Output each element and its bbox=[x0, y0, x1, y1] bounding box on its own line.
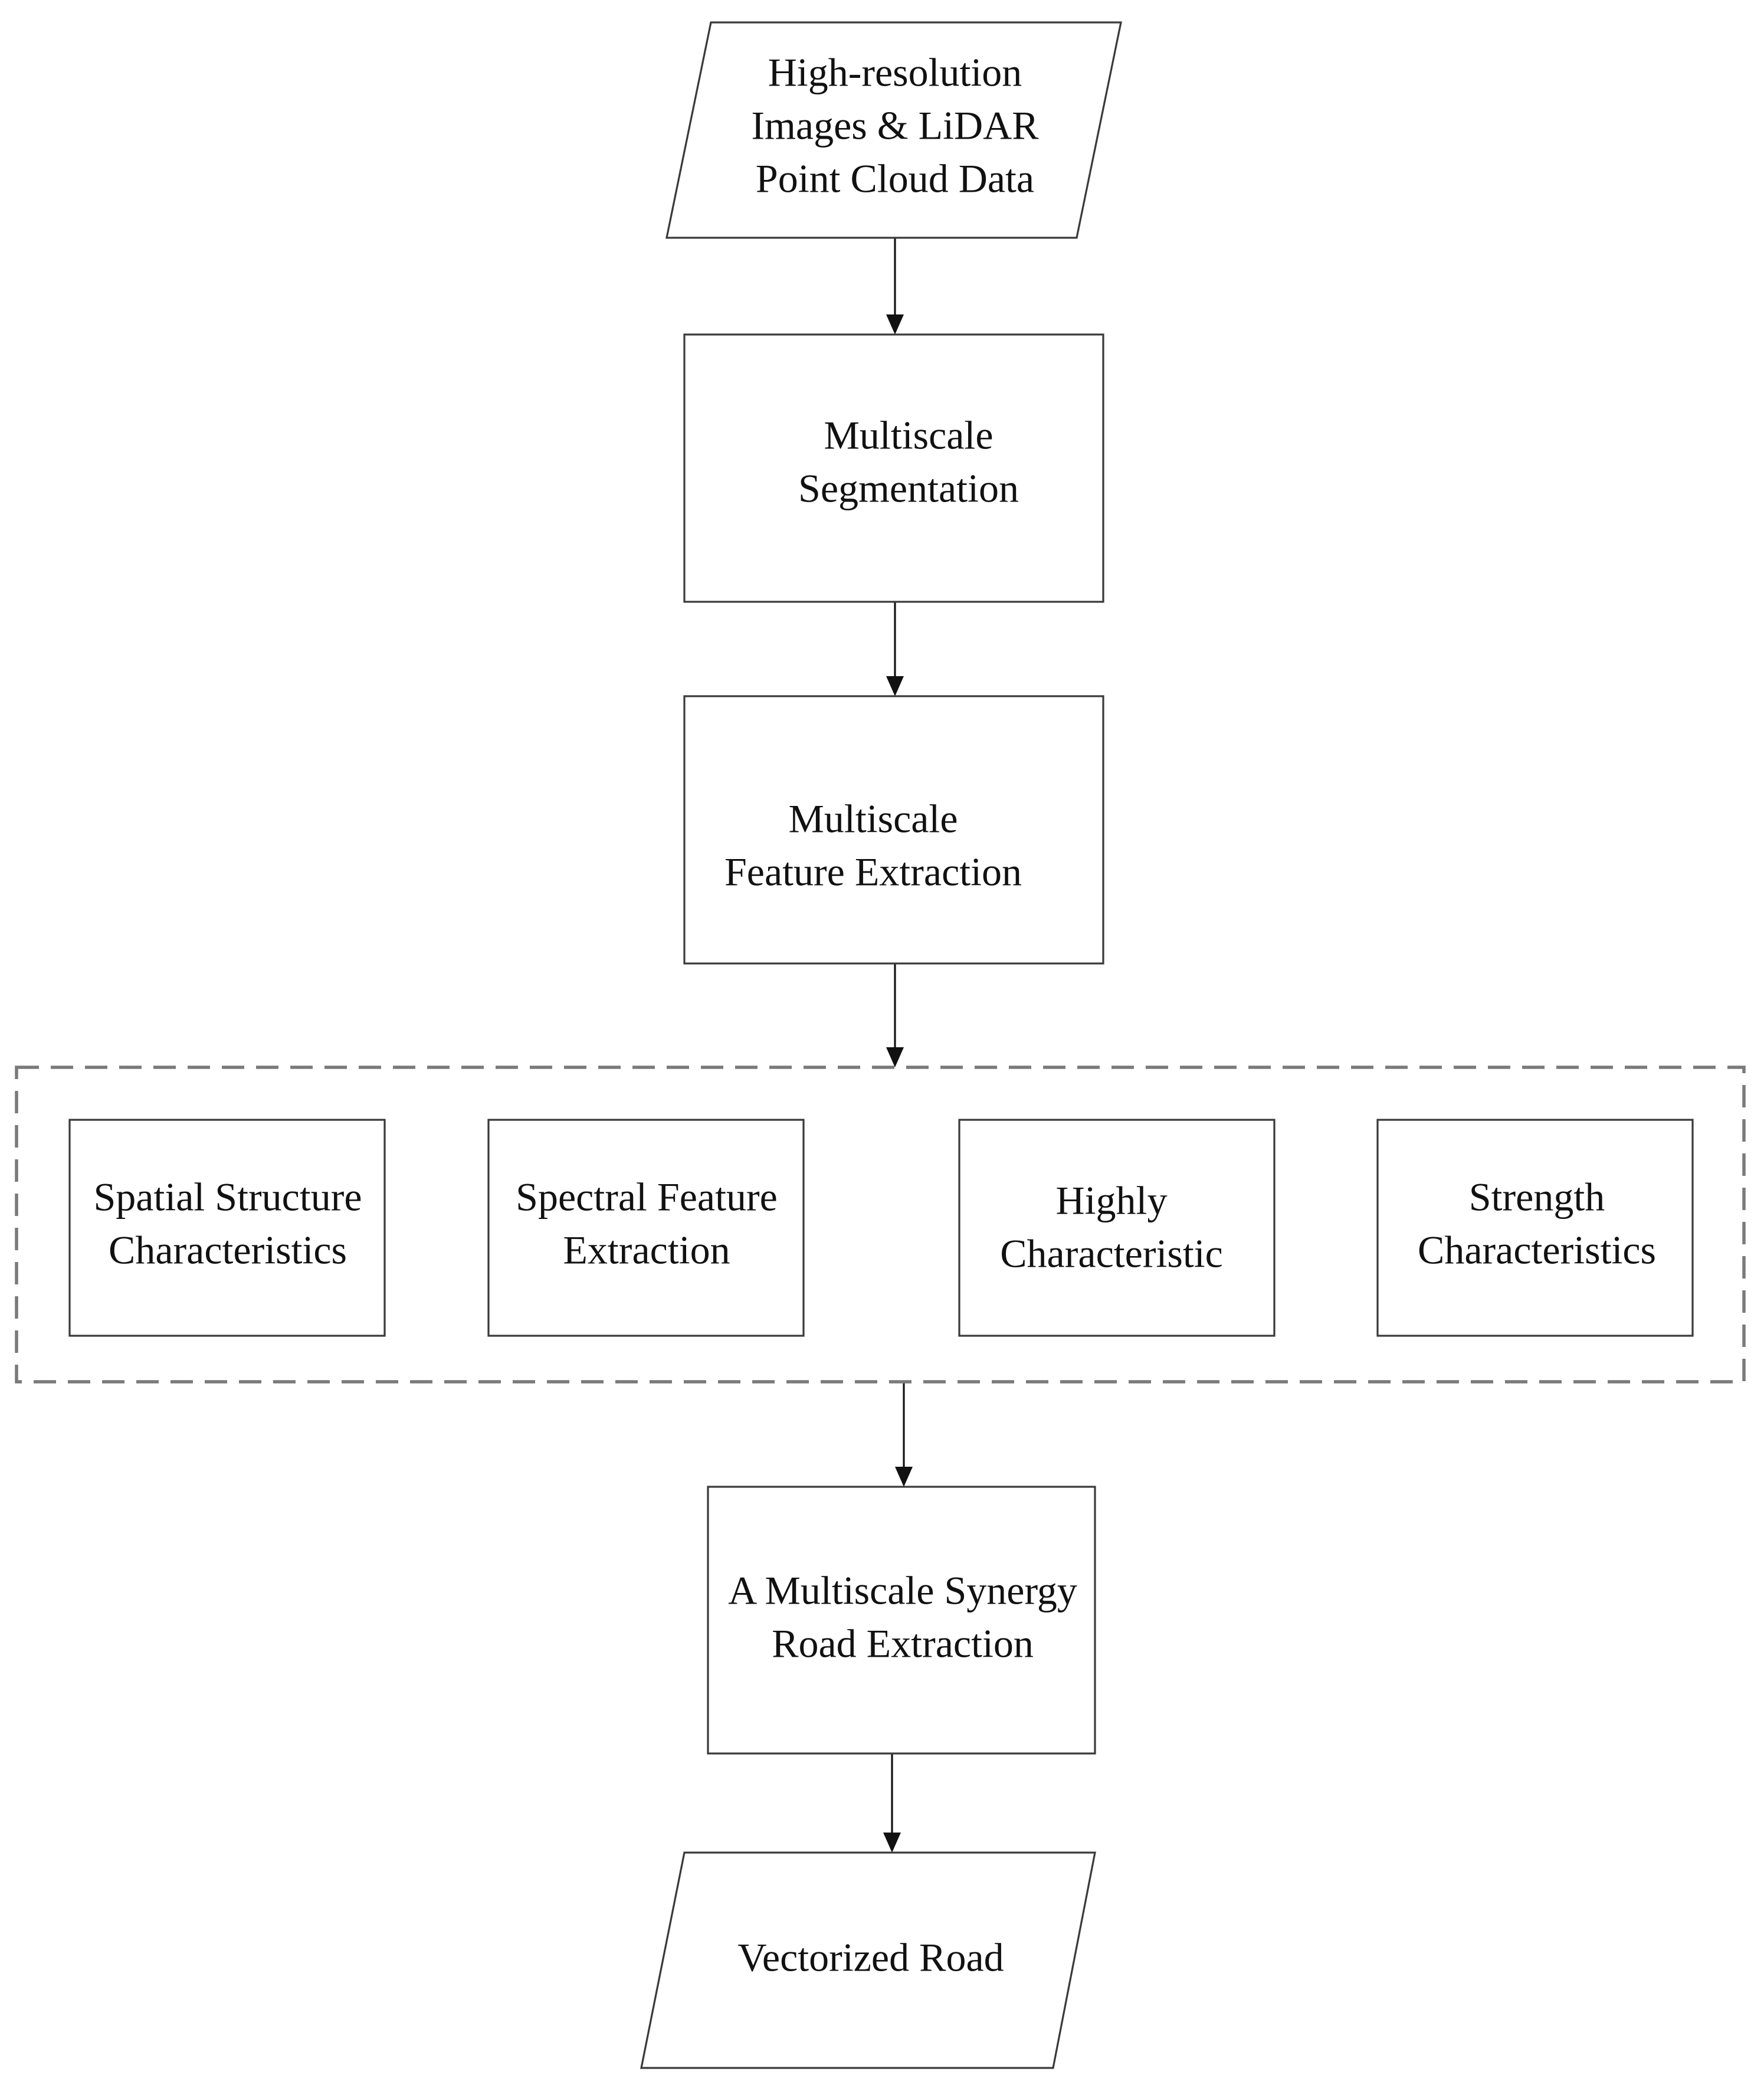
edge-synergy-road-extraction-to-vectorized-road bbox=[883, 1753, 901, 1853]
highly-characteristic-box bbox=[958, 1119, 1276, 1337]
spectral-feature-label-line: Extraction bbox=[563, 1228, 730, 1273]
edges-layer bbox=[883, 238, 913, 1853]
segmentation-box bbox=[683, 333, 1104, 603]
spatial-structure-label-line: Spatial Structure bbox=[93, 1175, 362, 1220]
strength-label-line: Characteristics bbox=[1418, 1228, 1656, 1273]
synergy-road-extraction-label-line: A Multiscale Synergy bbox=[728, 1568, 1077, 1613]
node-vectorized-road: Vectorized Road bbox=[640, 1851, 1096, 2069]
highly-characteristic-label-line: Characteristic bbox=[1000, 1231, 1223, 1276]
segmentation-label-line: Multiscale bbox=[824, 413, 993, 458]
vectorized-road-parallelogram bbox=[640, 1851, 1096, 2069]
strength-label-line: Strength bbox=[1469, 1175, 1605, 1220]
vectorized-road-label-line: Vectorized Road bbox=[737, 1935, 1004, 1980]
feature-extraction-label-line: Multiscale bbox=[788, 796, 958, 841]
input-label-line: Images & LiDAR bbox=[751, 103, 1039, 148]
spatial-structure-label-line: Characteristics bbox=[109, 1228, 347, 1273]
arrowhead bbox=[886, 1047, 904, 1067]
input-label-line: High-resolution bbox=[768, 50, 1022, 95]
arrowhead bbox=[895, 1467, 913, 1487]
spectral-feature-label-line: Spectral Feature bbox=[516, 1175, 778, 1220]
input-label-line: Point Cloud Data bbox=[756, 156, 1034, 201]
arrowhead bbox=[886, 314, 904, 335]
highly-characteristic-label-line: Highly bbox=[1056, 1178, 1168, 1223]
synergy-road-extraction-label-line: Road Extraction bbox=[772, 1621, 1034, 1666]
input-parallelogram bbox=[665, 21, 1122, 239]
segmentation-label-line: Segmentation bbox=[798, 466, 1019, 511]
edge-feature-group-to-synergy-road-extraction bbox=[895, 1382, 913, 1487]
feature-extraction-box bbox=[683, 695, 1104, 965]
feature-extraction-label-line: Feature Extraction bbox=[724, 850, 1022, 894]
edge-feature-extraction-to-feature-group bbox=[886, 963, 904, 1067]
feature-group-frame bbox=[15, 1066, 1746, 1384]
spectral-feature-box bbox=[487, 1119, 805, 1337]
spatial-structure-box bbox=[68, 1119, 386, 1337]
edge-segmentation-to-feature-extraction bbox=[886, 602, 904, 696]
strength-box bbox=[1376, 1119, 1694, 1337]
edge-input-to-segmentation bbox=[886, 238, 904, 335]
groups-layer bbox=[15, 1066, 1746, 1384]
arrowhead bbox=[883, 1833, 901, 1853]
synergy-road-extraction-box bbox=[707, 1486, 1096, 1755]
arrowhead bbox=[886, 676, 904, 696]
